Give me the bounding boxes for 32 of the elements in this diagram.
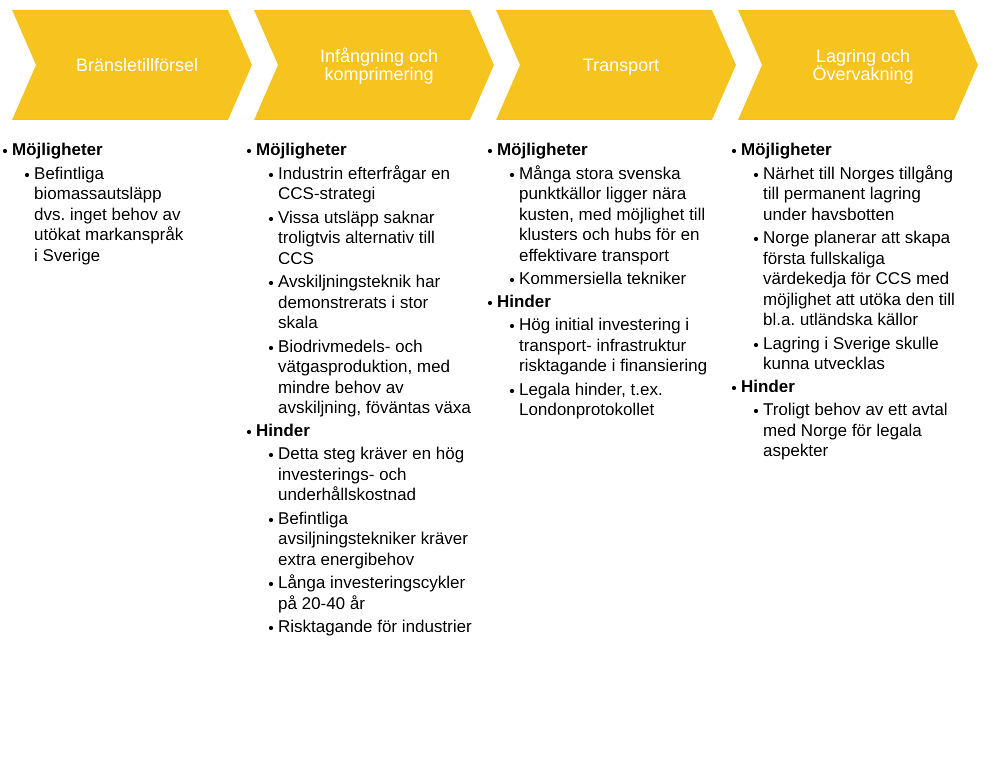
bullet-text: Norge planerar att skapa första fullskaliga värdekedja för CCS med möjlighet att utöka den till bl.a. utländska källor xyxy=(763,228,955,329)
stage-label: Bränsletillförsel xyxy=(74,56,200,74)
bullet-text: Vissa utsläpp saknar troligtvis alternativ till CCS xyxy=(278,208,435,268)
bullet-text: Legala hinder, t.ex. Londonprotokollet xyxy=(519,380,663,419)
stage-label: Transport xyxy=(582,56,660,74)
bullet-text: Troligt behov av ett avtal med Norge för legala aspekter xyxy=(763,400,948,460)
bullet-text: Närhet till Norges tillgång till permanent lagring under havsbotten xyxy=(763,164,953,224)
bullet-text: Hög initial investering i transport- infrastruktur risktagande i finansiering xyxy=(519,315,708,375)
section-heading: Hinder xyxy=(256,420,310,440)
section-heading: Hinder xyxy=(741,376,795,396)
process-step xyxy=(12,10,252,120)
section-heading: Möjligheter xyxy=(12,140,103,159)
process-step xyxy=(496,10,736,120)
section-heading: Möjligheter xyxy=(256,140,347,159)
bullet-text: Lagring i Sverige skulle kunna utvecklas xyxy=(763,334,939,373)
bullet-text: Detta steg kräver en hög investerings- och underhållskostnad xyxy=(278,444,464,504)
bullet-text: Biodrivmedels- och vätgasproduktion, med mindre behov av avskiljning, föväntas växa xyxy=(278,336,471,417)
bullet-text: Risktagande för industrier xyxy=(278,617,472,636)
bullet-text: Befintliga avsiljningstekniker kräver extra energibehov xyxy=(278,508,468,568)
bullet-text: Befintliga biomassautsläpp dvs. inget behov av utökat markanspråk i Sverige xyxy=(34,164,184,264)
bullet-text: Många stora svenska punktkällor ligger nära kusten, med möjlighet till klusters och hubs för en effektivare transport xyxy=(519,164,706,264)
bullet-text: Kommersiella tekniker xyxy=(519,269,686,288)
section-heading: Möjligheter xyxy=(741,140,832,159)
section-heading: Möjligheter xyxy=(497,140,588,159)
bullet-text: Industrin efterfrågar en CCS-strategi xyxy=(278,164,450,203)
bullet-text: Avskiljningsteknik har demonstrerats i stor skala xyxy=(278,272,440,332)
stage-label: Infångning och komprimering xyxy=(318,47,440,83)
stage-label: Lagring och Övervakning xyxy=(811,47,915,83)
process-step xyxy=(738,10,978,120)
bullet-text: Långa investeringscykler på 20-40 år xyxy=(278,573,466,612)
section-heading: Hinder xyxy=(497,292,551,310)
process-step xyxy=(254,10,494,120)
